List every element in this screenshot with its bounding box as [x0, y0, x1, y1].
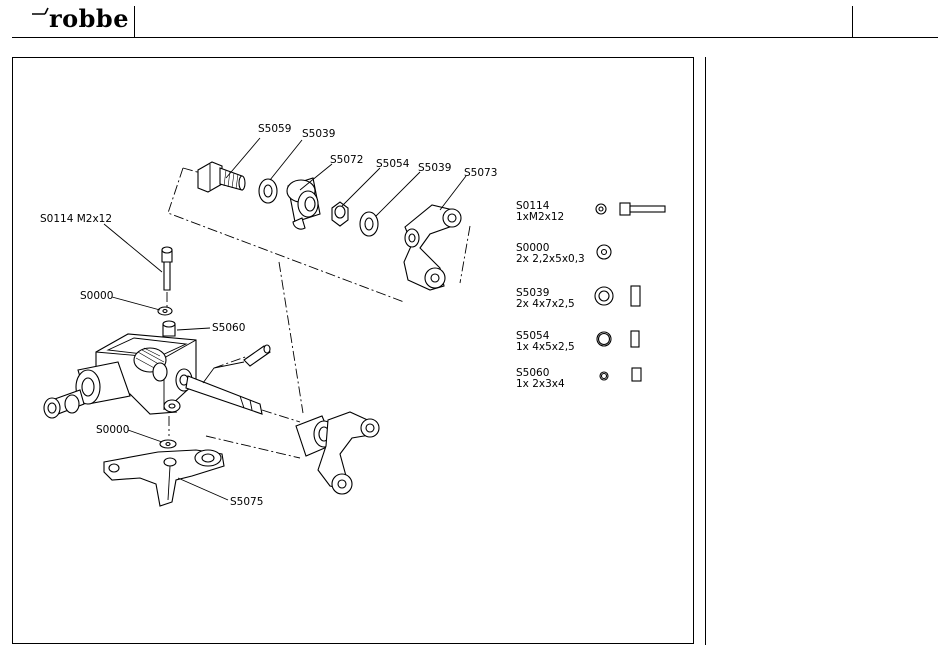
legend-item-s0114: S0114 1xM2x12 [516, 200, 665, 223]
callout-s5054: S5054 [376, 158, 410, 170]
part-s5059-bolt [198, 162, 245, 192]
part-s5073-swing-arm [404, 205, 461, 290]
ring-icon [597, 331, 639, 347]
part-s5039-top-bearing [259, 179, 277, 203]
callout-s5059: S5059 [258, 123, 291, 135]
svg-text:1x 4x5x2,5: 1x 4x5x2,5 [516, 341, 575, 353]
part-s0000-top-washer [158, 307, 172, 315]
legend-item-s5060: S5060 1x 2x3x4 [516, 367, 641, 390]
callout-s5060: S5060 [212, 322, 245, 334]
svg-text:2x 4x7x2,5: 2x 4x7x2,5 [516, 298, 575, 310]
part-s0114-screw [162, 247, 172, 308]
callout-s5039-top: S5039 [302, 128, 335, 140]
sleeve-icon [600, 368, 641, 381]
callout-s0000-bottom: S0000 [96, 424, 129, 436]
part-s5072-bushing [287, 178, 320, 229]
callout-s0000-top: S0000 [80, 290, 113, 302]
part-lower-swing-arm [206, 412, 379, 494]
legend-item-s5039: S5039 2x 4x7x2,5 [516, 286, 640, 310]
exploded-bracket [168, 168, 470, 413]
callout-s5073: S5073 [464, 167, 497, 179]
callout-s0114: S0114 M2x12 [40, 213, 112, 225]
part-s5060-sleeve [163, 321, 175, 336]
part-s5054-ring [332, 202, 348, 226]
callout-s5072: S5072 [330, 154, 363, 166]
bearing-icon [595, 286, 640, 306]
svg-text:2x 2,2x5x0,3: 2x 2,2x5x0,3 [516, 253, 585, 265]
callout-s5039-mid: S5039 [418, 162, 451, 174]
leader-lines [104, 138, 466, 500]
washer-icon [597, 245, 611, 259]
svg-text:1xM2x12: 1xM2x12 [516, 211, 564, 223]
parts-legend: S0114 1xM2x12 S0000 2x 2,2x5x0,3 S5039 2… [516, 200, 665, 390]
part-s0000-bottom-washer [160, 416, 176, 448]
legend-item-s5054: S5054 1x 4x5x2,5 [516, 330, 639, 353]
part-s5039-mid-bearing [360, 212, 378, 236]
callout-s5075: S5075 [230, 496, 263, 508]
screw-icon [596, 203, 665, 215]
part-s5075-lever [104, 450, 224, 506]
part-left-output-shaft [44, 362, 130, 418]
legend-item-s0000: S0000 2x 2,2x5x0,3 [516, 242, 611, 265]
part-pushrod [203, 345, 270, 383]
svg-text:1x 2x3x4: 1x 2x3x4 [516, 378, 565, 390]
